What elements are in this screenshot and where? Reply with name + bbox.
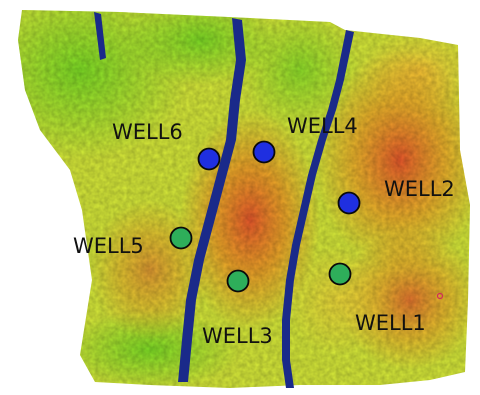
well-dot[interactable] [252, 140, 276, 164]
well-label: WELL4 [287, 114, 358, 138]
fault-line-west [94, 12, 106, 60]
fault-line-east [282, 30, 354, 388]
well-label: WELL5 [73, 234, 144, 258]
well-marker-well3[interactable]: WELL3 [202, 269, 273, 349]
well-label: WELL1 [355, 311, 426, 335]
well-label: WELL6 [112, 120, 183, 144]
well-marker-well5[interactable]: WELL5 [73, 226, 193, 259]
fault-line-center [178, 18, 246, 382]
well-dot[interactable] [197, 147, 221, 171]
well-marker-well2[interactable]: WELL2 [337, 177, 455, 215]
minor-marker [436, 292, 444, 300]
wells-layer: WELL6 WELL4 WELL2 WELL5 WELL3 WELL1 [73, 114, 455, 348]
well-marker-well1[interactable]: WELL1 [328, 262, 426, 336]
well-marker-well6[interactable]: WELL6 [112, 120, 221, 171]
well-marker-well4[interactable]: WELL4 [252, 114, 358, 164]
well-label: WELL3 [202, 324, 273, 348]
well-label: WELL2 [384, 177, 455, 201]
well-dot[interactable] [337, 191, 361, 215]
well-dot[interactable] [328, 262, 352, 286]
well-dot[interactable] [226, 269, 250, 293]
well-dot[interactable] [169, 226, 193, 250]
